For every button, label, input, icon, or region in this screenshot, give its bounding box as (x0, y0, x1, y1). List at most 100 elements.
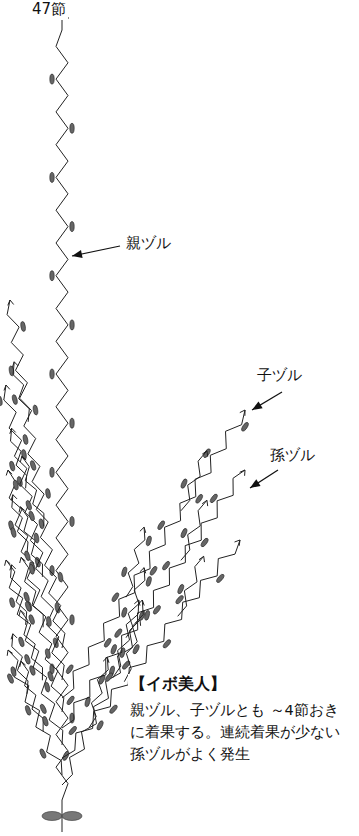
grandchild-vine (20, 610, 42, 680)
vine-tip (20, 557, 26, 563)
fruit (195, 493, 204, 504)
vine-tip (4, 385, 10, 391)
vine-tip (20, 456, 26, 462)
vine-top-mark (62, 18, 69, 30)
fruit (66, 695, 75, 706)
fruit (24, 550, 31, 561)
vine-tip (10, 565, 16, 571)
fruit (104, 672, 113, 683)
fruit (25, 601, 32, 612)
fruit (39, 703, 47, 714)
variety-heading: 【イボ美人】 (128, 674, 228, 695)
fruit (149, 565, 158, 576)
vine-tip (11, 634, 17, 640)
vine-label: 子ヅル (255, 366, 304, 386)
grandchild-vine (11, 428, 27, 488)
vine-tip (140, 527, 146, 533)
fruit (25, 500, 32, 511)
fruit (121, 607, 128, 618)
fruit (50, 74, 54, 84)
fruit (180, 478, 188, 489)
vine-tip (19, 610, 25, 616)
fruit (152, 604, 161, 615)
fruit (145, 536, 152, 547)
child-vine (7, 300, 65, 648)
fruit (109, 704, 119, 715)
fruit (111, 592, 120, 603)
fruit (28, 511, 35, 522)
fruit (175, 594, 185, 605)
fruit (22, 434, 28, 445)
fruit (12, 394, 19, 405)
fruit (180, 528, 188, 539)
fruit (177, 584, 185, 595)
leader-arrowhead (72, 250, 83, 258)
leader-arrowhead (250, 479, 261, 488)
fruit (114, 628, 123, 639)
vine-tip (138, 600, 144, 606)
grandchild-vine (12, 634, 28, 694)
vine-tip (199, 556, 205, 562)
grandchild-vine (126, 527, 145, 597)
vine-tip (12, 362, 18, 368)
fruit (46, 616, 52, 627)
fruit (30, 460, 37, 471)
child-vine (62, 470, 245, 728)
fruit (50, 369, 54, 379)
fruit (70, 222, 74, 232)
fruit (162, 639, 172, 650)
leader-line (250, 470, 278, 488)
grandchild-vine (21, 557, 43, 627)
vine-tip (11, 495, 17, 501)
leader-line (252, 392, 282, 410)
vine-tip (202, 451, 208, 457)
fruit (58, 572, 64, 583)
vine-tip (6, 470, 12, 476)
node-count-label: 47節 (30, 0, 68, 20)
grandchild-vine (181, 500, 207, 560)
fruit (70, 418, 74, 428)
fruit (202, 448, 211, 459)
fruit (144, 610, 150, 621)
leader-arrowhead (252, 401, 263, 410)
fruit (68, 725, 78, 736)
grandchild-vine (11, 565, 27, 625)
cotyledon (42, 812, 62, 821)
vine-tip (8, 300, 14, 305)
fruit (65, 664, 74, 675)
fruit (24, 654, 31, 665)
fruit (25, 705, 32, 716)
cotyledon (62, 812, 82, 821)
fruit (70, 615, 74, 625)
grandchild-vine (126, 568, 145, 638)
fruit (70, 123, 74, 133)
vine-tip (240, 470, 245, 476)
vine-tip (19, 507, 25, 513)
fruit (145, 576, 152, 587)
fruit (50, 271, 54, 281)
vine-tip (10, 428, 16, 434)
fruit (44, 682, 50, 693)
fruit (42, 716, 49, 727)
variety-note: 親ヅル、子ヅルとも ～4節おきに着果する。連続着果が少ない 孫ヅルがよく発生 (128, 700, 354, 765)
fruit (50, 467, 54, 477)
vine-tip (5, 560, 11, 566)
fruit (28, 614, 35, 625)
grandchild-vine (22, 456, 44, 526)
fruit (10, 527, 17, 538)
fruit (70, 320, 74, 330)
vine-tip (7, 650, 13, 656)
grandchild-vine (178, 556, 204, 616)
child-vine (6, 560, 63, 745)
fruit (20, 321, 26, 332)
fruit (0, 395, 3, 406)
fruit (13, 480, 19, 491)
fruit (29, 564, 35, 575)
fruit (23, 592, 30, 603)
grandchild-vine (13, 362, 29, 422)
fruit (70, 517, 74, 527)
fruit (9, 461, 16, 472)
fruit (121, 567, 128, 578)
fruit (39, 748, 47, 759)
grandchild-vine (20, 507, 42, 577)
